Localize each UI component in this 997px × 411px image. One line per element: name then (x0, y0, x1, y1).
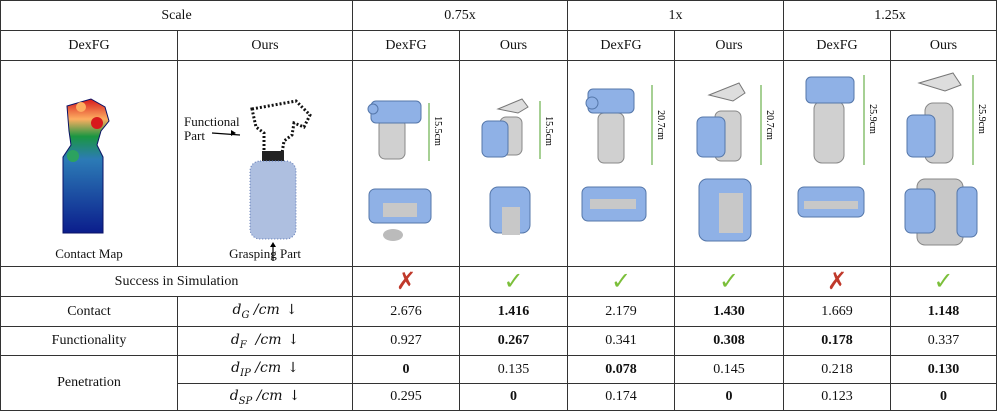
height-label: 15.5cm (543, 116, 554, 146)
grasping-part-caption: Grasping Part (229, 246, 301, 261)
method-dexfg: DexFG (567, 30, 676, 61)
success-label: Success in Simulation (0, 266, 354, 297)
scale-header-row: Scale 0.75x 1x 1.25x (0, 0, 997, 31)
metric-label: dG /cm↓ (176, 296, 354, 327)
cross-icon: ✗ (826, 268, 848, 295)
result-mark: ✓ (674, 266, 785, 297)
value-cell: 0.174 (567, 383, 676, 411)
method-dexfg: DexFG (0, 30, 178, 61)
result-mark: ✓ (890, 266, 997, 297)
grasp-render-ours-1: 20.7cm (674, 60, 785, 267)
metric-row-functionality: Functionality dF /cm↓ 0.927 0.267 0.341 … (0, 326, 997, 356)
value-cell: 0.178 (783, 326, 892, 356)
value-cell: 0.267 (459, 326, 569, 356)
grasp-render-dexfg-075: 15.5cm (352, 60, 461, 267)
method-ours: Ours (674, 30, 785, 61)
value-cell: 0.135 (459, 355, 569, 384)
metric-label: dSP /cm↓ (176, 383, 354, 411)
height-label: 20.7cm (655, 110, 666, 140)
part-segmentation-image (211, 99, 312, 261)
metric-row-contact: Contact dG /cm↓ 2.676 1.416 2.179 1.430 … (0, 296, 997, 327)
scale-1: 1x (567, 0, 785, 31)
result-mark: ✗ (783, 266, 892, 297)
method-ours: Ours (459, 30, 569, 61)
result-mark: ✗ (352, 266, 461, 297)
part-segmentation-cell: Functional Part Grasping Part (176, 60, 354, 267)
contact-map-image (62, 98, 110, 234)
method-dexfg: DexFG (783, 30, 892, 61)
scale-125: 1.25x (783, 0, 997, 31)
result-mark: ✓ (459, 266, 569, 297)
value-cell: 0.130 (890, 355, 997, 384)
method-header-row: DexFG Ours DexFG Ours DexFG Ours DexFG O… (0, 30, 997, 61)
height-label: 25.9cm (976, 104, 987, 134)
functional-part-label: Functional Part (184, 114, 240, 143)
value-cell: 0.078 (567, 355, 676, 384)
value-cell: 0.337 (890, 326, 997, 356)
metric-row-penetration-ip: Penetration dIP /cm↓ 0 0.135 0.078 0.145… (0, 355, 997, 411)
success-row: Success in Simulation ✗ ✓ ✓ ✓ ✗ ✓ (0, 266, 997, 297)
value-cell: 1.669 (783, 296, 892, 327)
grasp-render-dexfg-125: 25.9cm (783, 60, 892, 267)
height-label: 20.7cm (764, 110, 775, 140)
value-cell: 0.145 (674, 355, 785, 384)
height-label: 25.9cm (867, 104, 878, 134)
method-dexfg: DexFG (352, 30, 461, 61)
value-cell: 2.179 (567, 296, 676, 327)
value-cell: 2.676 (352, 296, 461, 327)
contact-map-cell: Contact Map (0, 60, 178, 267)
value-cell: 0 (459, 383, 569, 411)
checkmark-icon: ✓ (718, 268, 740, 295)
grasp-render-ours-075: 15.5cm (459, 60, 569, 267)
method-ours: Ours (890, 30, 997, 61)
value-cell: 1.416 (459, 296, 569, 327)
value-cell: 1.148 (890, 296, 997, 327)
group-label: Penetration (0, 355, 178, 411)
result-mark: ✓ (567, 266, 676, 297)
value-cell: 0.308 (674, 326, 785, 356)
scale-label: Scale (0, 0, 354, 31)
value-cell: 0.341 (567, 326, 676, 356)
cross-icon: ✗ (395, 268, 417, 295)
value-cell: 0 (352, 355, 461, 384)
value-cell: 0 (890, 383, 997, 411)
checkmark-icon: ✓ (933, 268, 954, 295)
height-label: 15.5cm (432, 116, 443, 146)
scale-075: 0.75x (352, 0, 569, 31)
metric-label: dIP /cm↓ (176, 355, 354, 384)
grasp-render-ours-125: 25.9cm (890, 60, 997, 267)
value-cell: 0.295 (352, 383, 461, 411)
value-cell: 1.430 (674, 296, 785, 327)
checkmark-icon: ✓ (610, 268, 632, 295)
contact-map-caption: Contact Map (55, 246, 123, 261)
grasp-render-dexfg-1: 20.7cm (567, 60, 676, 267)
method-ours: Ours (176, 30, 354, 61)
value-cell: 0 (674, 383, 785, 411)
metric-label: dF /cm↓ (176, 326, 354, 356)
group-label: Functionality (0, 326, 178, 356)
image-row: Contact Map Functional Part Grasping Par… (0, 60, 997, 267)
checkmark-icon: ✓ (503, 268, 524, 295)
value-cell: 0.218 (783, 355, 892, 384)
value-cell: 0.123 (783, 383, 892, 411)
value-cell: 0.927 (352, 326, 461, 356)
group-label: Contact (0, 296, 178, 327)
